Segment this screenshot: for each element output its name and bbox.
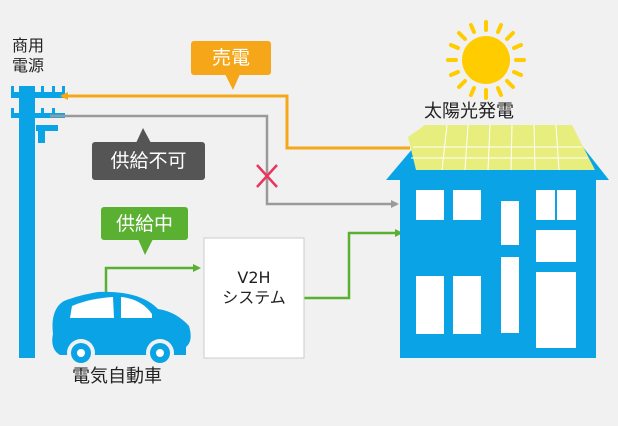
- commercial-power-label-line2: 電源: [12, 56, 45, 75]
- commercial-power-label-line1: 商用: [12, 36, 45, 55]
- v2h-system-box: [203, 237, 305, 359]
- ev-to-v2h-line: [104, 264, 201, 303]
- supplying-badge: [101, 207, 188, 255]
- house-icon: [386, 124, 609, 358]
- v2h-to-house-line: [304, 229, 403, 300]
- electric-vehicle-label: 電気自動車: [72, 366, 162, 387]
- v2h-system-label: V2H システム: [204, 268, 304, 308]
- sell-power-line: [60, 92, 410, 150]
- v2h-system-label-line1: V2H: [237, 268, 271, 287]
- supply-not-available-badge: [92, 128, 205, 180]
- sell-badge: [191, 41, 271, 90]
- supplying-label: 供給中: [115, 213, 173, 235]
- sun-icon: [446, 20, 526, 100]
- v2h-system-label-line2: システム: [222, 288, 286, 307]
- grid-supply-line: [50, 114, 399, 208]
- cross-mark-icon: [256, 164, 278, 188]
- supply-not-available-label: 供給不可: [110, 150, 187, 172]
- car-icon: [52, 291, 191, 367]
- sell-badge-label: 売電: [211, 47, 250, 69]
- utility-pole-icon: [11, 86, 65, 358]
- solar-power-label: 太陽光発電: [424, 101, 514, 122]
